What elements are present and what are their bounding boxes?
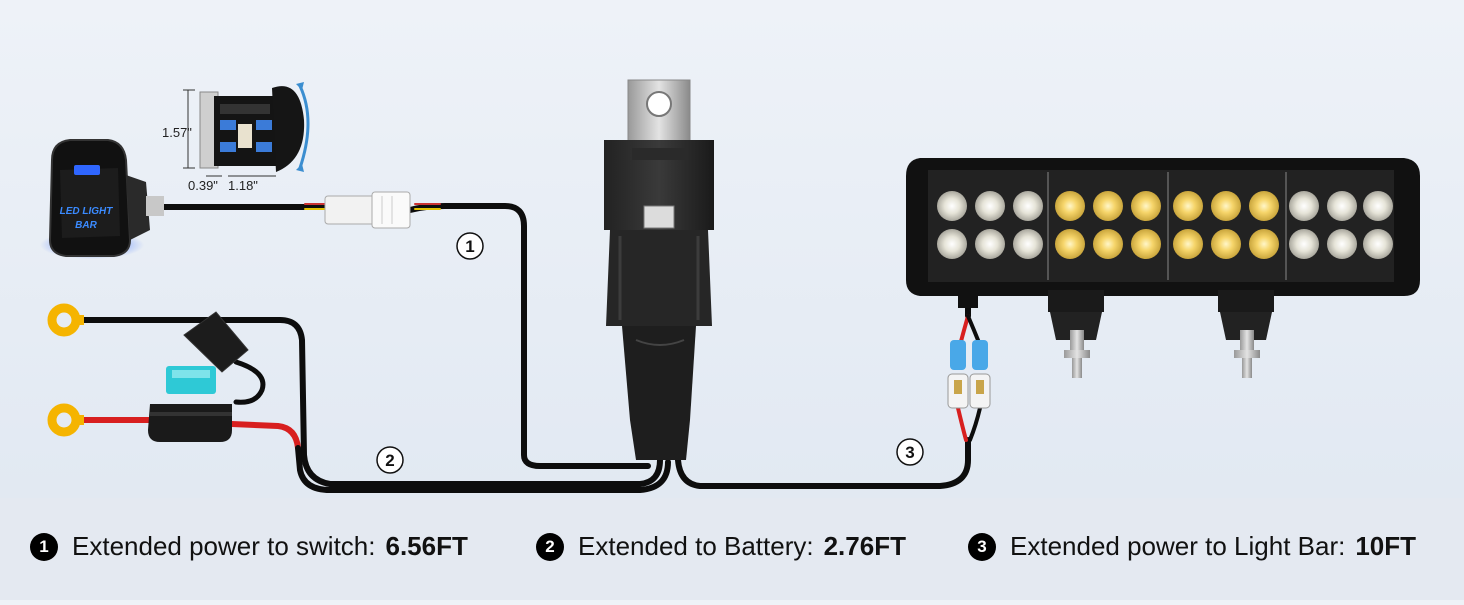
switch-label-line2: BAR [75,220,97,231]
legend-number: 2 [536,532,564,561]
switch-label-line1: LED LIGHT [60,206,114,217]
switch-indicator-led [74,165,100,175]
ring-terminal-icon [47,403,84,437]
dimension-height: 1.57" [162,125,192,140]
plug-connector-icon [324,191,411,229]
switch-side-view: 1.57" 0.39" 1.18" [162,82,310,193]
legend-value: 2.76FT [823,531,906,561]
rocker-switch-icon: LED LIGHT BAR [40,139,164,259]
mounting-bracket-icon [1218,290,1274,378]
legend-number: 1 [30,532,58,561]
wire-battery-ground [77,317,663,487]
legend-item-switch: 1 Extended power to switch: 6.56FT [30,531,468,562]
dimension-depth: 0.39" [188,178,218,193]
callout-3: 3 [896,438,924,466]
led-array [937,191,1393,259]
svg-text:1: 1 [465,237,474,256]
legend-number: 3 [968,532,996,561]
svg-text:3: 3 [905,443,914,462]
callout-2: 2 [376,446,404,474]
legend-bar [0,498,1464,600]
legend-item-light-bar: 3 Extended power to Light Bar: 10FT [968,531,1416,562]
legend-value: 6.56FT [385,531,468,561]
mounting-bracket-icon [1048,290,1104,378]
legend-text: Extended power to Light Bar: [1010,531,1346,561]
wire-harness [77,203,982,493]
svg-text:2: 2 [385,451,394,470]
legend-value: 10FT [1355,531,1417,561]
callout-1: 1 [456,232,484,260]
legend-item-battery: 2 Extended to Battery: 2.76FT [536,531,906,562]
legend-text: Extended power to switch: [72,531,376,561]
wire-switch [407,203,651,469]
relay-icon [604,79,714,460]
wire-light-bar [675,437,971,489]
bullet-connector-icon [947,340,991,409]
dimension-width: 1.18" [228,178,258,193]
fuse-holder-icon [148,311,249,442]
legend-text: Extended to Battery: [578,531,814,561]
ring-terminal-icon [47,303,84,337]
led-light-bar-icon [906,158,1420,308]
